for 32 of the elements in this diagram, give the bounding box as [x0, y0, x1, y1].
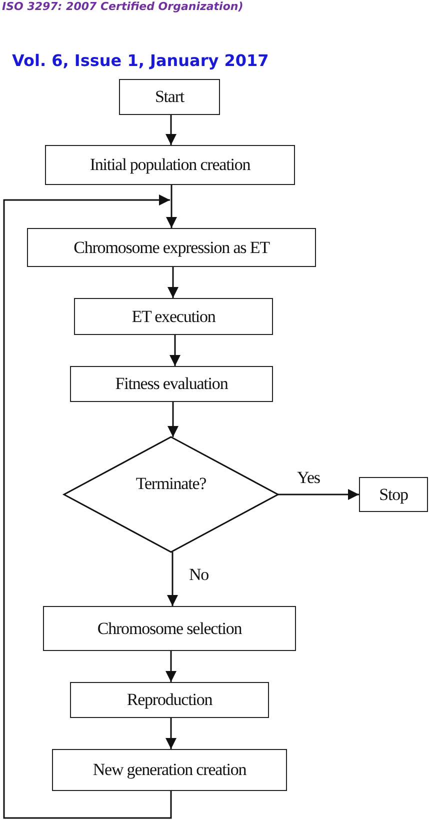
node-text: Chromosome selection: [97, 618, 242, 638]
header-text: ISO 3297: 2007 Certified Organization): [2, 0, 244, 14]
process-box: [74, 298, 273, 335]
arrow: [166, 115, 176, 145]
arrow: [166, 185, 177, 228]
node-text: ET execution: [132, 306, 216, 326]
node-text: Stop: [379, 484, 408, 504]
arrow: [166, 651, 176, 682]
arrow: [3, 194, 172, 819]
arrow: [168, 267, 178, 298]
process-box: [70, 366, 273, 402]
process-box: [43, 606, 296, 651]
header-text: Vol. 6, Issue 1, January 2017: [12, 51, 269, 70]
terminal-box: [359, 477, 428, 512]
node-text: Start: [154, 87, 184, 107]
process-box: [52, 749, 287, 791]
arrow: [170, 335, 180, 366]
process-box: [70, 682, 269, 718]
decision-diamond: [64, 437, 278, 552]
arrow: [168, 402, 178, 437]
node-text: Terminate?: [136, 474, 206, 494]
node-text: Initial population creation: [90, 155, 250, 175]
process-box: [27, 228, 316, 267]
node-text: Reproduction: [126, 690, 212, 710]
arrow: [278, 489, 359, 500]
arrow: [167, 552, 178, 606]
arrow: [166, 718, 176, 749]
node-text: Fitness evaluation: [115, 374, 228, 394]
node-text: Chromosome expression as ET: [74, 238, 270, 258]
terminal-box: [119, 79, 220, 115]
node-text: New generation creation: [92, 760, 246, 780]
process-box: [45, 145, 295, 185]
